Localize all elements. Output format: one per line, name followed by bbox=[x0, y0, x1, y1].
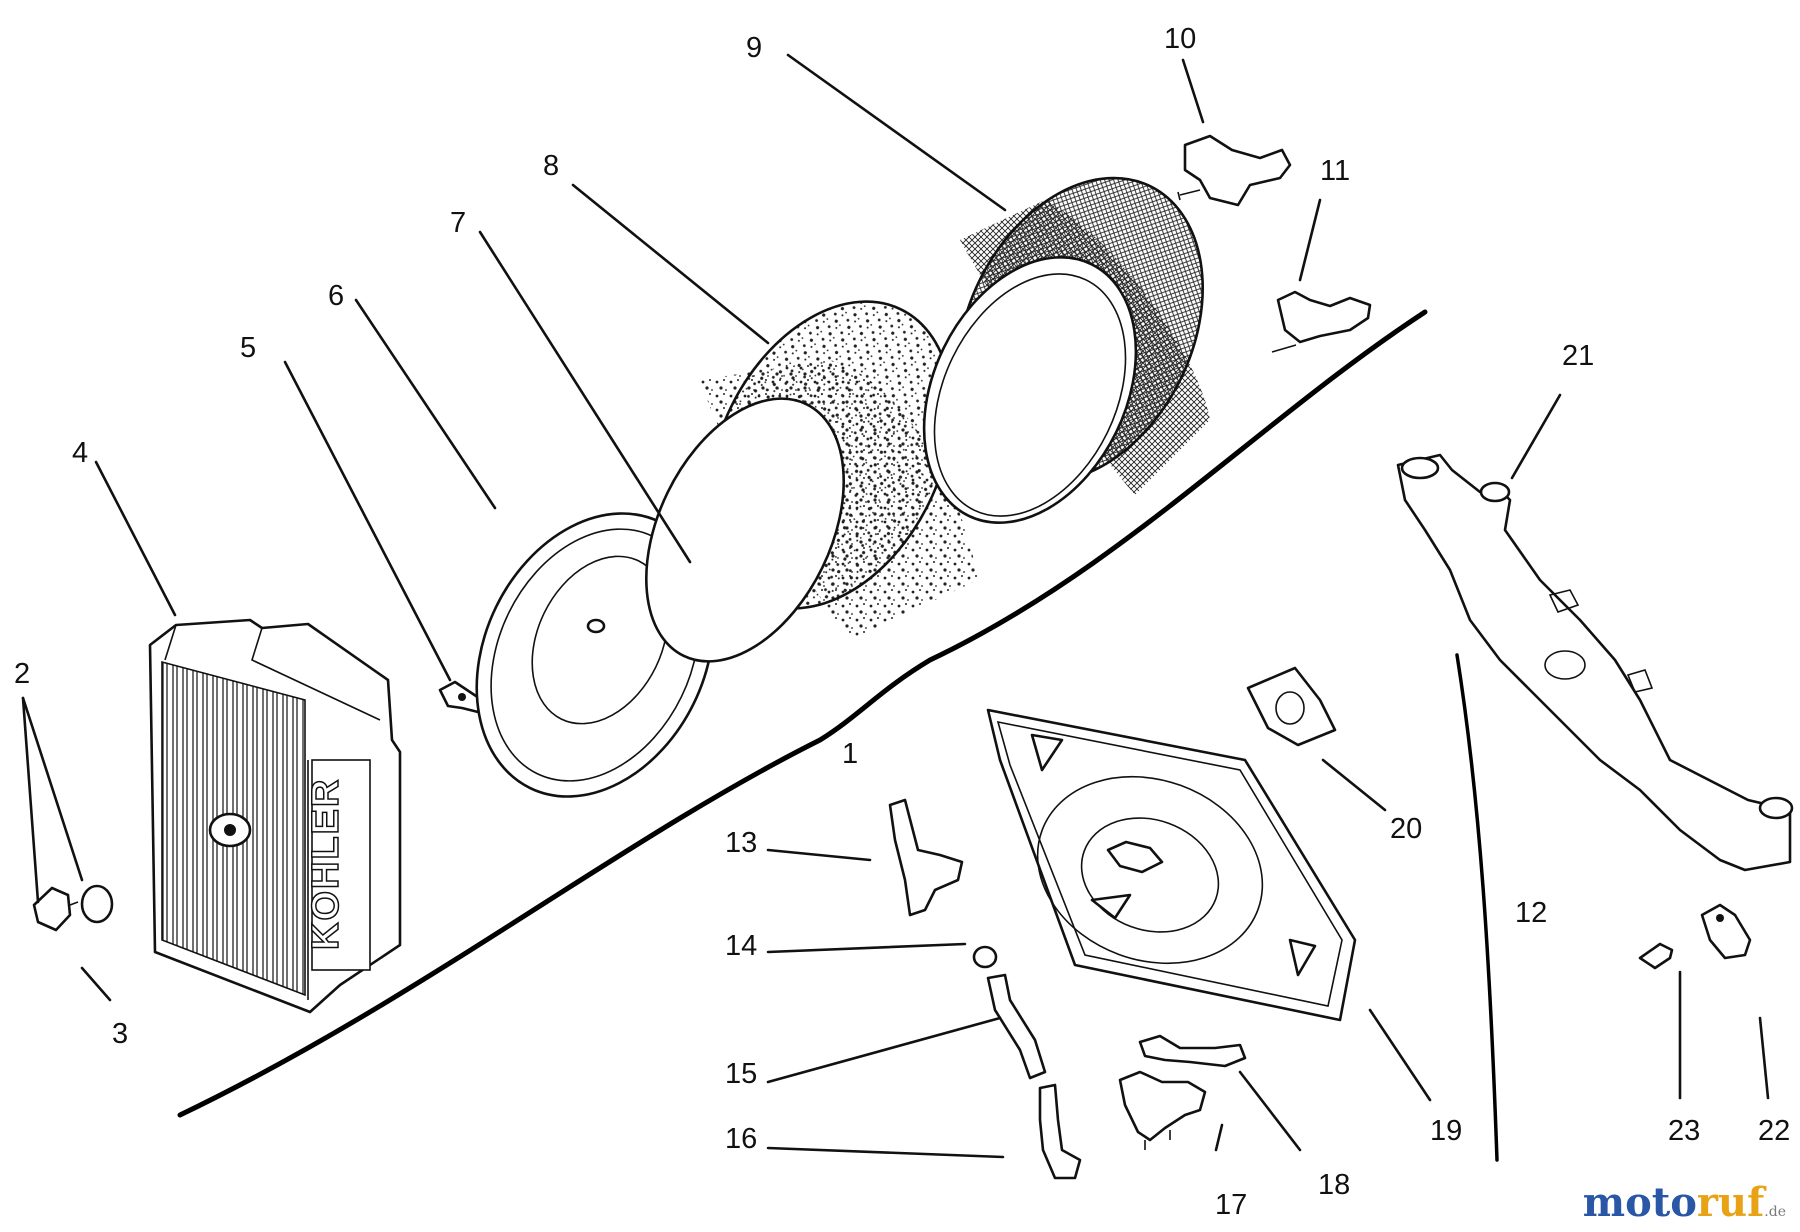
callout-21: 21 bbox=[1562, 340, 1594, 372]
bracket-10 bbox=[1177, 134, 1292, 207]
assembly-divider-line bbox=[177, 309, 1428, 1118]
callout-16: 16 bbox=[725, 1123, 757, 1155]
bracket-11 bbox=[1271, 290, 1372, 353]
callout-5: 5 bbox=[240, 332, 256, 364]
precleaner-foam bbox=[645, 300, 978, 663]
watermark-part-b: ruf bbox=[1696, 1179, 1765, 1226]
callout-labels: 1 2 3 4 5 6 7 8 9 10 11 12 13 14 15 16 1… bbox=[14, 23, 1790, 1221]
callout-7: 7 bbox=[450, 207, 466, 239]
watermark-part-a: moto bbox=[1582, 1179, 1697, 1226]
callout-18: 18 bbox=[1318, 1169, 1350, 1201]
callout-22: 22 bbox=[1758, 1115, 1790, 1147]
callout-10: 10 bbox=[1164, 23, 1196, 55]
intake-elbow-21 bbox=[1396, 453, 1794, 872]
callout-19: 19 bbox=[1430, 1115, 1462, 1147]
callout-4: 4 bbox=[72, 437, 88, 469]
callout-17: 17 bbox=[1215, 1189, 1247, 1221]
air-cleaner-base bbox=[986, 708, 1357, 1022]
leader-lines bbox=[21, 53, 1770, 1159]
callout-3: 3 bbox=[112, 1018, 128, 1050]
breather-hose-16 bbox=[1038, 1083, 1082, 1180]
callout-14: 14 bbox=[725, 930, 757, 962]
callout-20: 20 bbox=[1390, 813, 1422, 845]
callout-1: 1 bbox=[842, 738, 858, 770]
callout-8: 8 bbox=[543, 150, 559, 182]
callout-2: 2 bbox=[14, 658, 30, 690]
breather-assembly-17 bbox=[1118, 1070, 1207, 1150]
callout-13: 13 bbox=[725, 827, 757, 859]
breather-cover-18 bbox=[1138, 1034, 1247, 1068]
callout-6: 6 bbox=[328, 280, 344, 312]
watermark-part-c: .de bbox=[1764, 1204, 1786, 1220]
callout-12: 12 bbox=[1515, 897, 1547, 929]
hose-clamp-14 bbox=[972, 945, 998, 969]
breather-hose-15 bbox=[986, 973, 1047, 1080]
air-cleaner-cover: KOHLER bbox=[148, 618, 402, 1014]
cover-knob-part bbox=[32, 884, 114, 932]
bracket-line-12 bbox=[1455, 653, 1499, 1162]
callout-15: 15 bbox=[725, 1058, 757, 1090]
breather-hose-13 bbox=[888, 798, 964, 917]
paper-element bbox=[922, 176, 1210, 524]
gasket-22 bbox=[1700, 903, 1752, 960]
gasket-20 bbox=[1246, 666, 1337, 747]
callout-9: 9 bbox=[746, 32, 762, 64]
cover-brand-text: KOHLER bbox=[305, 778, 347, 950]
site-watermark: motoruf.de bbox=[1583, 1179, 1786, 1226]
screw-23 bbox=[1638, 942, 1674, 970]
callout-11: 11 bbox=[1320, 155, 1350, 187]
callout-23: 23 bbox=[1668, 1115, 1700, 1147]
